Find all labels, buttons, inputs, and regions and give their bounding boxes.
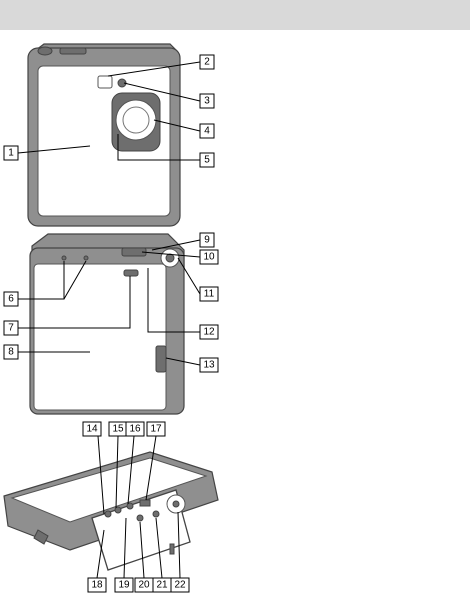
battery-eject-lever-icon (105, 511, 111, 517)
svg-text:12: 12 (203, 327, 215, 338)
mic-hole-icon (84, 256, 88, 260)
svg-text:18: 18 (91, 580, 103, 591)
callout-11: 11 (200, 287, 218, 301)
svg-text:21: 21 (156, 580, 168, 591)
flash-icon (98, 76, 112, 88)
svg-text:3: 3 (204, 96, 210, 107)
camera-bottom-figure: 14 15 16 17 18 19 20 21 22 (0, 418, 240, 601)
svg-text:20: 20 (138, 580, 150, 591)
callout-10: 10 (200, 250, 218, 264)
access-lamp-icon (140, 500, 150, 506)
callout-18: 18 (88, 578, 106, 592)
callout-21: 21 (153, 578, 171, 592)
svg-text:19: 19 (118, 580, 130, 591)
svg-text:8: 8 (8, 347, 14, 358)
callout-17: 17 (147, 422, 165, 436)
svg-text:10: 10 (203, 252, 215, 263)
svg-text:14: 14 (86, 424, 98, 435)
shutter-button-icon (38, 47, 52, 55)
callout-22: 22 (171, 578, 189, 592)
svg-text:16: 16 (129, 424, 141, 435)
svg-text:22: 22 (174, 580, 186, 591)
svg-text:13: 13 (203, 360, 215, 371)
svg-text:9: 9 (204, 235, 210, 246)
camera-back-figure: 9 10 11 12 13 6 7 8 (0, 228, 240, 418)
callout-6: 6 (4, 292, 18, 306)
lens-icon (116, 100, 156, 140)
cover-latch-icon (170, 544, 174, 554)
section-header-bar (0, 0, 470, 30)
callout-7: 7 (4, 321, 18, 335)
svg-text:5: 5 (204, 155, 210, 166)
callout-9: 9 (200, 233, 214, 247)
callout-1: 1 (4, 146, 18, 160)
callout-5: 5 (200, 153, 214, 167)
camera-front-figure: 1 2 3 4 5 (0, 38, 240, 228)
mic-hole-icon (62, 256, 66, 260)
svg-text:15: 15 (112, 424, 124, 435)
callout-16: 16 (126, 422, 144, 436)
strap-hook-icon (156, 346, 166, 372)
svg-text:6: 6 (8, 294, 14, 305)
callout-4: 4 (200, 124, 214, 138)
callout-2: 2 (200, 55, 214, 69)
svg-text:11: 11 (204, 289, 215, 300)
svg-text:4: 4 (204, 126, 210, 137)
svg-text:17: 17 (150, 424, 162, 435)
lcd-screen (34, 264, 166, 410)
callout-20: 20 (135, 578, 153, 592)
callout-3: 3 (200, 94, 214, 108)
multi-connector-icon (137, 515, 143, 521)
hdmi-connector-icon (153, 511, 159, 517)
svg-text:2: 2 (204, 57, 210, 68)
svg-text:7: 7 (8, 323, 14, 334)
callout-15: 15 (109, 422, 127, 436)
callout-8: 8 (4, 345, 18, 359)
power-button-icon (124, 270, 138, 276)
callout-14: 14 (83, 422, 101, 436)
callout-13: 13 (200, 358, 218, 372)
callout-19: 19 (115, 578, 133, 592)
svg-text:1: 1 (8, 148, 14, 159)
zoom-lever-icon (60, 48, 86, 54)
callout-12: 12 (200, 325, 218, 339)
